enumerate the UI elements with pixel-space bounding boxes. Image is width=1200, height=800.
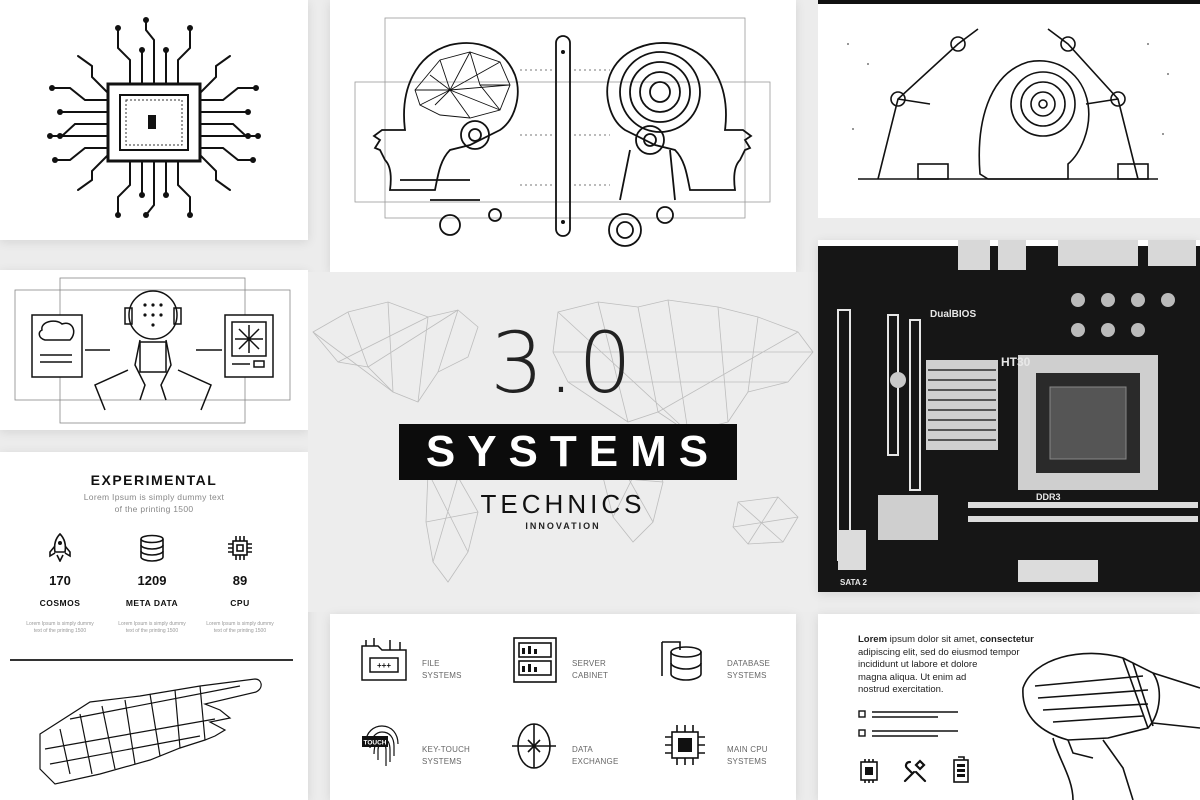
main-cpu-icon <box>665 725 705 765</box>
heads-panel <box>330 0 796 272</box>
ddr-label: DDR3 <box>1036 492 1061 502</box>
file-systems-badge: +++ <box>377 661 391 670</box>
motherboard-panel: DualBIOS HT30 DDR3 SATA 2 <box>818 240 1200 592</box>
divider <box>10 659 293 661</box>
data-exchange-icon <box>512 723 556 769</box>
robot-diagram-illustration <box>14 277 291 424</box>
motherboard-photo: DualBIOS HT30 DDR3 SATA 2 <box>818 240 1200 592</box>
database-systems-icon <box>661 641 702 681</box>
bios-label: DualBIOS <box>930 309 976 320</box>
experimental-title: EXPERIMENTAL <box>90 472 218 488</box>
stat-description: Lorem Ipsum is simply dummy text of the … <box>118 621 186 634</box>
stat-value: 170 <box>49 573 71 588</box>
robot-arms-illustration <box>847 28 1169 180</box>
pointing-hand-icon <box>39 678 262 785</box>
circuit-chip-icon <box>47 17 261 218</box>
technics-subtitle: TECHNICS <box>480 489 646 519</box>
battery-icon <box>953 756 969 783</box>
stat-label: CPU <box>230 598 250 608</box>
robot-diagram-panel <box>0 270 308 430</box>
experimental-panel: EXPERIMENTAL Lorem Ipsum is simply dummy… <box>0 452 308 800</box>
touch-badge: TOUCH <box>364 740 387 747</box>
version-number: 3.0 <box>490 314 636 412</box>
checklist-icon <box>858 710 958 737</box>
stat-label: META DATA <box>125 598 179 608</box>
vr-panel: Lorem ipsum dolor sit amet, consectetur … <box>818 614 1200 800</box>
innovation-tagline: INNOVATION <box>525 521 601 531</box>
circuit-board-icon <box>860 759 878 783</box>
server-cabinet-icon <box>513 637 557 683</box>
stat-description: Lorem Ipsum is simply dummy text of the … <box>206 621 274 634</box>
tools-icon <box>903 759 927 783</box>
sata-label: SATA 2 <box>840 578 868 587</box>
key-touch-icon: TOUCH <box>362 725 399 766</box>
lorem-paragraph: Lorem ipsum dolor sit amet, consectetur … <box>858 634 1034 695</box>
file-systems-icon: +++ <box>361 638 407 681</box>
title-panel: 3.0 SYSTEMS TECHNICS INNOVATION <box>308 272 818 612</box>
systems-title: SYSTEMS <box>399 424 737 480</box>
robot-arms-panel <box>818 0 1200 218</box>
stat-label: COSMOS <box>39 598 81 608</box>
database-icon <box>140 534 164 562</box>
ht-label: HT30 <box>1001 355 1031 369</box>
stat-value: 89 <box>232 573 248 588</box>
vr-headset-illustration <box>1022 652 1200 800</box>
chip-panel <box>0 0 308 240</box>
brain-heads-illustration <box>354 17 771 247</box>
stat-value: 1209 <box>137 573 167 588</box>
rocket-icon <box>49 532 71 562</box>
cpu-icon <box>228 536 252 560</box>
experimental-subtitle: Lorem Ipsum is simply dummy text of the … <box>83 492 225 514</box>
stat-description: Lorem Ipsum is simply dummy text of the … <box>26 621 94 634</box>
